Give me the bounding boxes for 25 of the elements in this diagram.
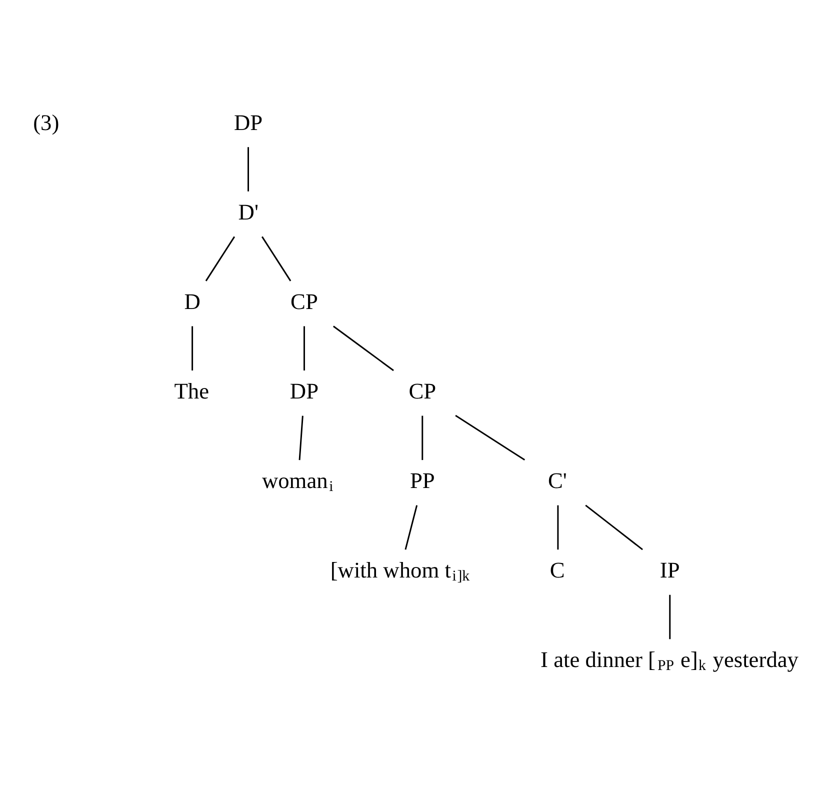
- node-text: IP: [660, 558, 680, 583]
- node-text: C': [548, 468, 567, 494]
- connector: [404, 505, 418, 550]
- connector: [192, 326, 194, 370]
- node-text: D: [184, 288, 200, 314]
- node-text: CP: [290, 288, 318, 314]
- connector: [303, 326, 305, 370]
- node-text: CP: [408, 378, 436, 404]
- connector: [422, 416, 424, 460]
- label: (3): [33, 110, 60, 135]
- node-text: C: [550, 558, 565, 583]
- connector: [669, 594, 671, 640]
- connector: [261, 236, 292, 282]
- node-text: D': [238, 199, 259, 224]
- node-text: DP: [290, 378, 319, 404]
- node-text: DP: [234, 110, 263, 135]
- connector: [455, 414, 526, 461]
- connector: [205, 236, 236, 282]
- connector: [333, 326, 394, 372]
- connector: [585, 504, 643, 550]
- connector: [298, 416, 304, 460]
- node-text: PP: [410, 468, 435, 494]
- connector: [248, 147, 249, 192]
- node-text: The: [174, 378, 210, 404]
- connector: [557, 505, 559, 550]
